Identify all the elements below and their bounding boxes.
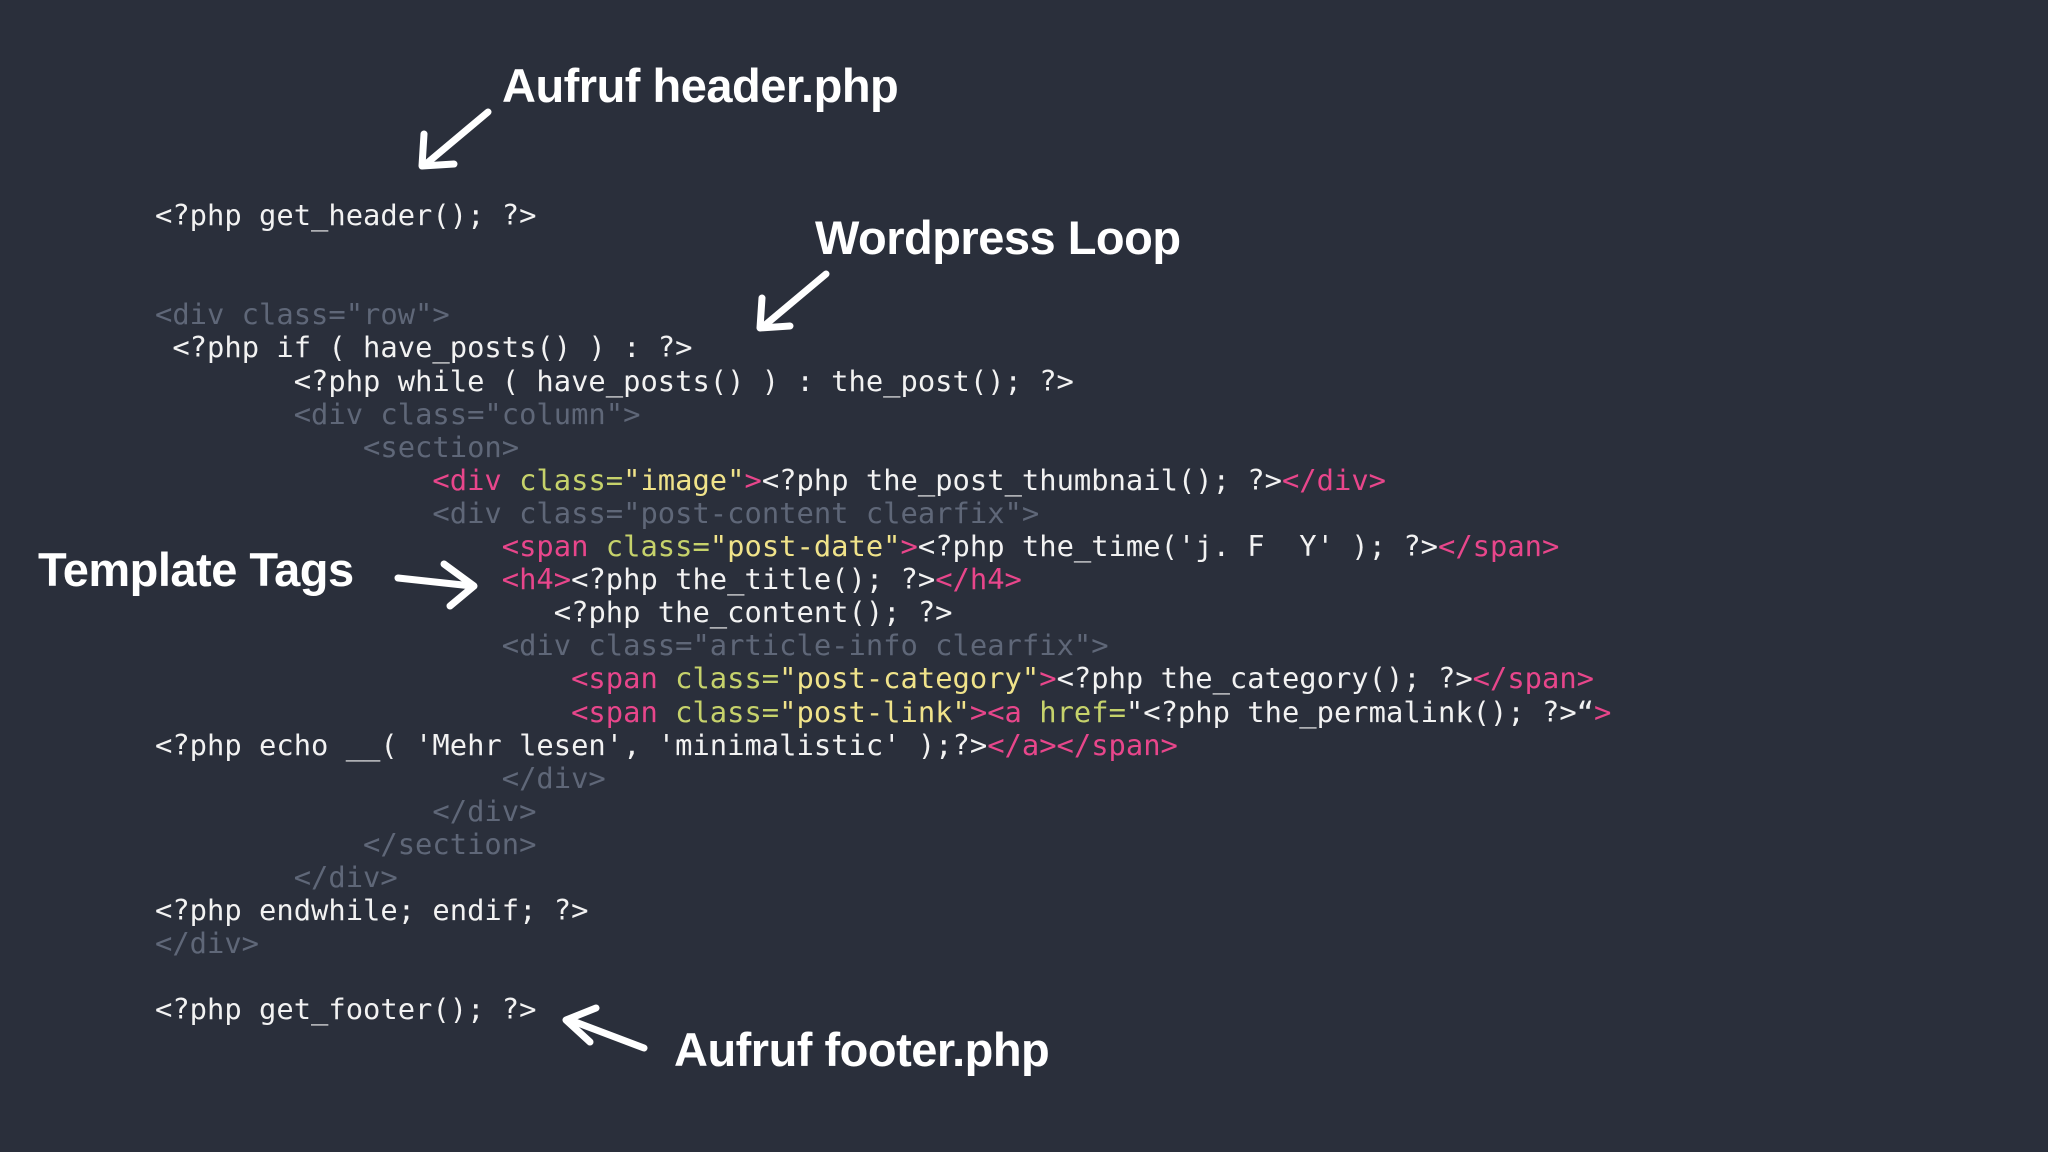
code-line: <span class="post-date"><?php the_time('… [155, 529, 1560, 563]
code-token-tag: <span [501, 529, 606, 563]
code-token-tag: <span [571, 694, 676, 729]
code-token-string: "image" [623, 462, 745, 497]
code-token-php: <?php echo __( 'Mehr lesen', 'minimalist… [155, 727, 988, 762]
code-line: <div class="image"><?php the_post_thumbn… [155, 462, 1386, 497]
code-line: <?php endwhile; endif; ?> [155, 896, 588, 925]
code-line: </div> [155, 863, 398, 892]
code-token-string: "post-category" [779, 661, 1040, 696]
code-token-tag: </span> [1472, 661, 1595, 696]
code-token-dim: </div> [432, 793, 537, 828]
annotation-wordpress-loop: Wordpress Loop [815, 211, 1181, 264]
code-indent [155, 661, 571, 695]
code-line: <div class="post-content clearfix"> [155, 495, 1040, 530]
code-indent [155, 860, 294, 894]
annotation-header-call: Aufruf header.php [502, 59, 899, 112]
code-token-dim: </div> [501, 760, 606, 795]
code-line: <?php if ( have_posts() ) : ?> [155, 333, 692, 362]
code-token-php: <?php the_title(); ?> [571, 562, 936, 597]
code-token-dim: <div class="row"> [155, 297, 450, 332]
code-token-dim: <section> [363, 429, 520, 464]
code-token-attr: class= [675, 661, 780, 696]
code-indent [155, 430, 363, 464]
code-indent [155, 529, 502, 563]
annotation-footer-call: Aufruf footer.php [674, 1023, 1050, 1076]
code-line: <span class="post-category"><?php the_ca… [155, 664, 1594, 693]
code-token-tag: </h4> [935, 562, 1022, 597]
code-line: <span class="post-link"><a href="<?php t… [155, 694, 1612, 729]
code-token-string: "post-date" [709, 529, 901, 563]
code-token-tag: > [1594, 694, 1612, 729]
code-indent [155, 595, 554, 629]
code-indent [155, 496, 432, 530]
code-line: <div class="column"> [155, 396, 641, 431]
code-line: <?php get_header(); ?> [155, 201, 536, 230]
code-line: <?php the_content(); ?> [155, 598, 953, 627]
code-token-php: <?php get_footer(); ?> [155, 992, 537, 1027]
code-token-tag: <span [571, 661, 676, 696]
code-token-dim: </div> [155, 926, 260, 961]
code-token-tag: </span> [1438, 529, 1560, 563]
code-token-tag: </a></span> [987, 727, 1178, 762]
code-line: </div> [155, 760, 606, 795]
code-token-php: <?php the_time('j. F Y' ); ?> [917, 529, 1438, 563]
arrow-icon-to-template-tags [394, 560, 478, 610]
code-token-dim: <div class="article-info clearfix"> [501, 628, 1109, 663]
code-token-attr: href= [1039, 694, 1126, 729]
code-token-dim: </section> [363, 826, 537, 861]
code-token-attr: class= [675, 694, 780, 729]
code-indent [155, 827, 363, 861]
code-token-tag: > [744, 462, 762, 497]
code-token-tag: > [1039, 661, 1057, 696]
code-indent [155, 463, 432, 497]
code-indent [155, 695, 571, 729]
code-token-tag: <h4> [501, 562, 572, 597]
code-token-tag: <div [432, 462, 520, 497]
code-line: <?php echo __( 'Mehr lesen', 'minimalist… [155, 727, 1178, 762]
code-indent [155, 761, 502, 795]
code-indent [155, 794, 432, 828]
arrow-icon-to-loop [756, 270, 830, 332]
code-token-php: "<?php the_permalink(); ?>“ [1125, 694, 1595, 729]
code-token-dim: </div> [293, 860, 398, 894]
code-line: </section> [155, 826, 537, 861]
code-token-attr: class= [605, 529, 710, 563]
code-line: <section> [155, 429, 520, 464]
code-indent [155, 562, 502, 596]
code-indent [155, 628, 502, 662]
code-token-tag: > [900, 529, 918, 563]
annotation-template-tags: Template Tags [38, 543, 354, 596]
code-token-attr: class= [519, 462, 624, 497]
code-token-dim: <div class="column"> [293, 396, 641, 431]
code-line: <div class="article-info clearfix"> [155, 631, 1109, 660]
code-indent [155, 397, 294, 431]
code-line: <?php while ( have_posts() ) : the_post(… [155, 363, 1074, 398]
code-token-php: <?php the_content(); ?> [553, 595, 953, 630]
code-indent [155, 364, 294, 398]
code-line: <?php get_footer(); ?> [155, 995, 536, 1024]
arrow-icon-to-footer [562, 1004, 648, 1052]
code-token-php: <?php the_category(); ?> [1056, 661, 1473, 696]
code-token-php: <?php endwhile; endif; ?> [155, 893, 589, 928]
code-line: </div> [155, 929, 259, 958]
code-indent [155, 330, 172, 364]
arrow-icon-to-header [418, 108, 492, 170]
code-line: <h4><?php the_title(); ?></h4> [155, 565, 1022, 594]
code-token-php: <?php while ( have_posts() ) : the_post(… [293, 363, 1074, 398]
code-token-php: <?php if ( have_posts() ) : ?> [172, 330, 693, 365]
code-token-php: <?php get_header(); ?> [155, 198, 537, 232]
code-line: </div> [155, 793, 537, 828]
code-token-php: <?php the_post_thumbnail(); ?> [761, 462, 1282, 497]
code-token-tag: ><a [969, 694, 1040, 729]
code-line: <div class="row"> [155, 300, 450, 329]
code-token-dim: <div class="post-content clearfix"> [432, 495, 1040, 530]
code-token-tag: </div> [1281, 462, 1386, 497]
code-token-string: "post-link" [779, 694, 970, 729]
